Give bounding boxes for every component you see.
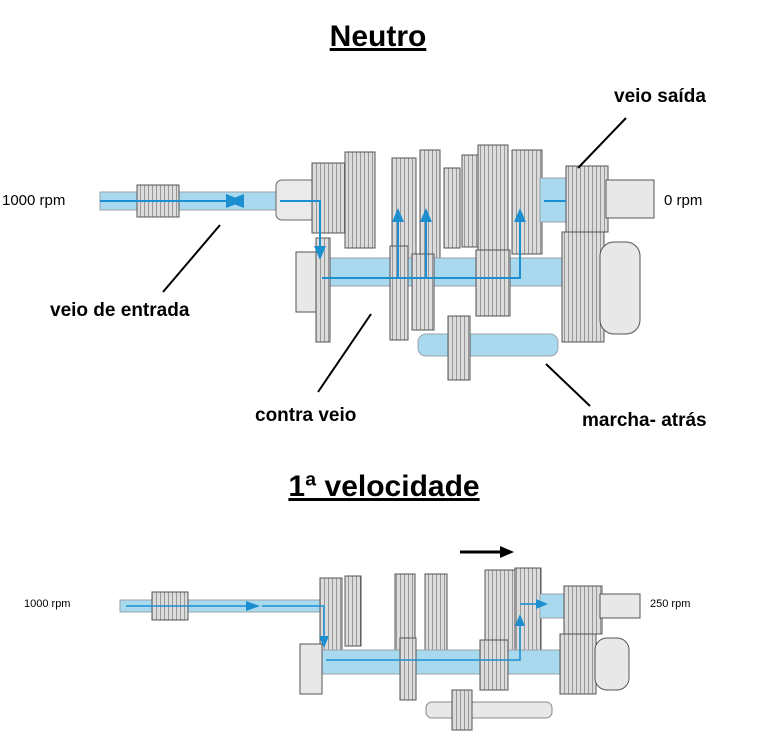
label-reverse: marcha- atrás	[582, 410, 707, 431]
gear	[477, 144, 509, 256]
countershaft-gear	[475, 249, 511, 317]
countershaft-gear	[411, 253, 435, 331]
countershaft-gear	[315, 237, 331, 343]
neutral-input-rpm: 1000 rpm	[2, 192, 66, 209]
reverse-leader	[545, 363, 591, 407]
gear	[511, 149, 543, 255]
first-gear-output-rpm: 250 rpm	[650, 598, 691, 610]
output-shaft-leader	[577, 117, 627, 169]
first-gear-input-rpm: 1000 rpm	[24, 598, 71, 610]
label-input-shaft: veio de entrada	[50, 300, 190, 321]
output-spline	[565, 165, 609, 233]
countershaft-leader	[317, 313, 372, 393]
countershaft-gear	[561, 231, 605, 343]
first-gear-gearbox-diagram	[119, 546, 641, 731]
first-gear-title: 1ª velocidade	[288, 470, 480, 503]
power-flow	[100, 200, 566, 279]
reverse-gear	[447, 315, 471, 381]
label-output-shaft: veio saída	[614, 86, 706, 107]
neutral-gearbox-diagram	[99, 117, 655, 407]
gear	[461, 154, 479, 248]
neutral-title: Neutro	[329, 20, 427, 53]
gear	[443, 167, 461, 249]
input-shaft-leader	[162, 224, 221, 293]
reverse-shaft	[417, 333, 559, 357]
neutral-output-rpm: 0 rpm	[664, 192, 703, 209]
gear	[419, 149, 441, 265]
label-countershaft: contra veio	[255, 405, 357, 426]
